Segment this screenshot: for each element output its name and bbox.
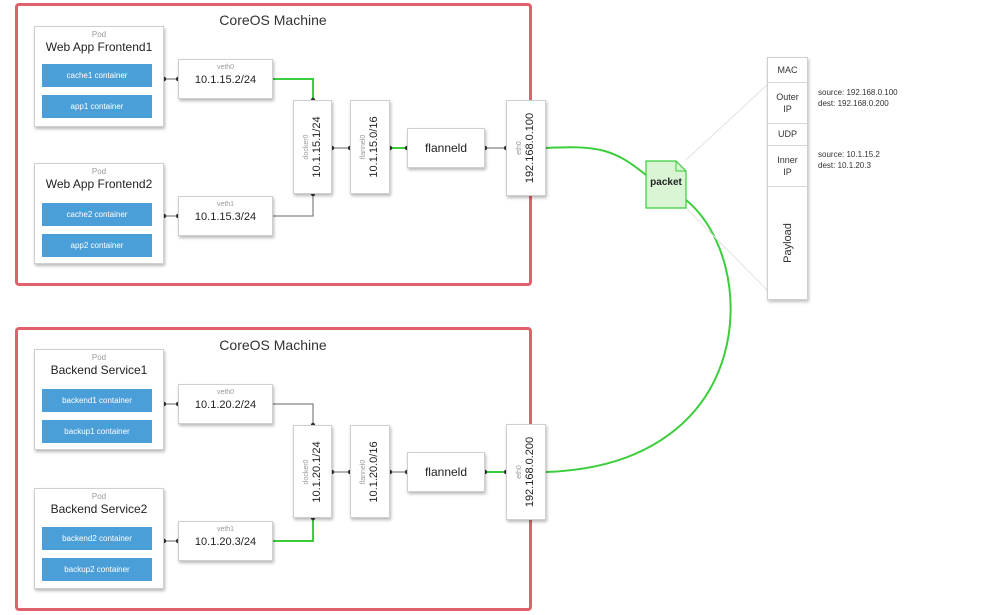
eth0-ip: 192.168.0.200: [524, 436, 536, 508]
docker0-label: docker0: [302, 459, 310, 484]
flanneld-bottom[interactable]: flanneld: [407, 452, 485, 492]
pod-backend-service2[interactable]: Pod Backend Service2 backend2 container …: [34, 488, 164, 589]
flannel0-ip: 10.1.15.0/16: [368, 116, 380, 178]
pod-label: Pod: [91, 492, 107, 501]
flannel0-label: flannel0: [360, 134, 367, 160]
link-veth1-docker0: [273, 194, 314, 217]
docker0-label: docker0: [302, 134, 310, 160]
flannel0-bottom[interactable]: flannel0 10.1.20.0/16: [350, 425, 390, 518]
payload-label: Payload: [781, 223, 794, 263]
veth-label: veth0: [216, 389, 235, 396]
backup1-container[interactable]: backup1 container: [42, 420, 152, 443]
eth0-label: eth0: [516, 141, 523, 155]
eth0-top[interactable]: eth0 192.168.0.100: [506, 100, 546, 196]
veth0-top[interactable]: veth0 10.1.15.2/24: [178, 59, 273, 99]
veth-label: veth0: [216, 64, 235, 71]
outer-source: source: 192.168.0.100: [818, 88, 898, 97]
veth-ip: 10.1.15.3/24: [194, 211, 257, 223]
flanneld-top[interactable]: flanneld: [407, 128, 485, 168]
link-veth0-docker0-b: [273, 403, 314, 425]
machine-title-bottom: CoreOS Machine: [219, 337, 327, 353]
packet-label[interactable]: packet: [650, 177, 682, 188]
eth0-bottom[interactable]: eth0 192.168.0.200: [506, 424, 546, 520]
veth-ip: 10.1.15.2/24: [194, 74, 257, 86]
packet-field-inner-ip: Inner IP: [768, 145, 807, 187]
packet-field-payload: Payload: [768, 186, 807, 300]
link-packet-eth0-b: [545, 199, 732, 473]
pod-name: Web App Frontend2: [45, 177, 153, 191]
packet-field-mac: MAC: [768, 58, 807, 83]
docker0-ip: 10.1.20.1/24: [310, 440, 323, 503]
app2-container[interactable]: app2 container: [42, 234, 152, 257]
veth-ip: 10.1.20.3/24: [194, 536, 257, 548]
flannel0-top[interactable]: flannel0 10.1.15.0/16: [350, 100, 390, 194]
veth-ip: 10.1.20.2/24: [194, 399, 257, 411]
flannel0-ip: 10.1.20.0/16: [368, 440, 380, 503]
outer-ip-info: source: 192.168.0.100 dest: 192.168.0.20…: [818, 87, 958, 109]
veth-label: veth1: [216, 201, 235, 208]
veth0-bottom[interactable]: veth0 10.1.20.2/24: [178, 384, 273, 424]
eth0-label: eth0: [516, 465, 523, 479]
pod-name: Backend Service1: [50, 363, 148, 377]
backup2-container[interactable]: backup2 container: [42, 558, 152, 581]
packet-structure: MAC Outer IP UDP Inner IP Payload: [767, 57, 808, 300]
cache1-container[interactable]: cache1 container: [42, 64, 152, 87]
machine-title-top: CoreOS Machine: [219, 12, 327, 28]
flannel0-label: flannel0: [360, 459, 367, 484]
inner-source: source: 10.1.15.2: [818, 150, 880, 159]
inner-ip-info: source: 10.1.15.2 dest: 10.1.20.3: [818, 149, 958, 171]
inner-ip-label: Inner IP: [777, 154, 798, 177]
pod-backend-service1[interactable]: Pod Backend Service1 backend1 container …: [34, 349, 164, 450]
docker0-top[interactable]: docker0 10.1.15.1/24: [293, 100, 332, 194]
backend2-container[interactable]: backend2 container: [42, 527, 152, 550]
packet-field-udp: UDP: [768, 123, 807, 146]
link-veth0-docker0: [273, 78, 314, 100]
outer-dest: dest: 192.168.0.200: [818, 99, 889, 108]
veth1-bottom[interactable]: veth1 10.1.20.3/24: [178, 521, 273, 561]
eth0-ip: 192.168.0.100: [524, 112, 536, 184]
pod-label: Pod: [91, 353, 107, 362]
veth-label: veth1: [216, 526, 235, 533]
docker0-bottom[interactable]: docker0 10.1.20.1/24: [293, 425, 332, 518]
pod-label: Pod: [91, 167, 107, 176]
pod-name: Backend Service2: [50, 502, 148, 516]
docker0-ip: 10.1.15.1/24: [310, 116, 323, 178]
backend1-container[interactable]: backend1 container: [42, 389, 152, 412]
link-eth0-packet: [545, 146, 647, 176]
app1-container[interactable]: app1 container: [42, 95, 152, 118]
pod-name: Web App Frontend1: [45, 40, 153, 54]
packet-expand-line-top: [685, 84, 768, 161]
inner-dest: dest: 10.1.20.3: [818, 161, 871, 170]
cache2-container[interactable]: cache2 container: [42, 203, 152, 226]
veth1-top[interactable]: veth1 10.1.15.3/24: [178, 196, 273, 236]
outer-ip-label: Outer IP: [776, 91, 799, 114]
pod-web-app-frontend2[interactable]: Pod Web App Frontend2 cache2 container a…: [34, 163, 164, 264]
pod-web-app-frontend1[interactable]: Pod Web App Frontend1 cache1 container a…: [34, 26, 164, 127]
link-veth1-docker0-b: [273, 518, 314, 542]
packet-field-outer-ip: Outer IP: [768, 82, 807, 124]
packet-expand-line-bottom: [685, 207, 768, 291]
pod-label: Pod: [91, 30, 107, 39]
